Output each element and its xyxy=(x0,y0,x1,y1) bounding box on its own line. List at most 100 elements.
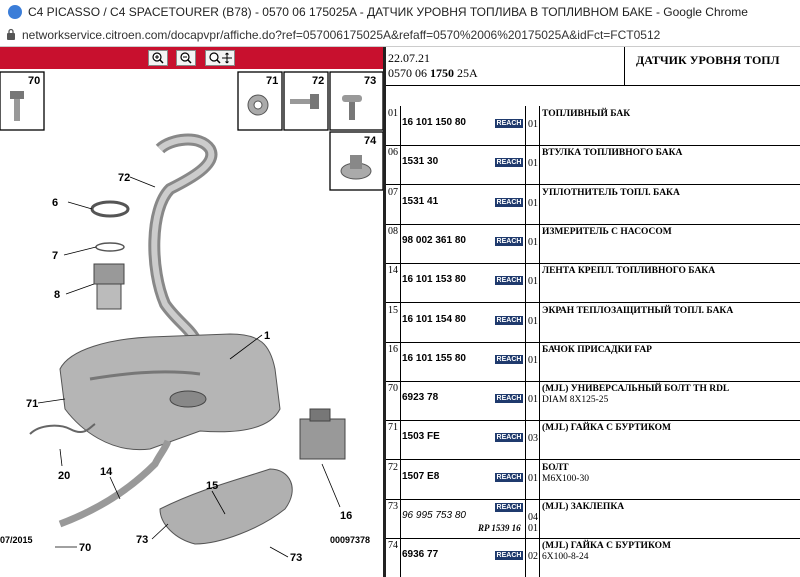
nut-icon xyxy=(247,94,269,116)
row-index: 08 xyxy=(388,225,398,237)
reach-badge: REACH xyxy=(495,119,523,128)
part-description: (MJL) ГАЙКА С БУРТИКОМ xyxy=(542,541,671,552)
row-index: 72 xyxy=(388,461,398,473)
part-description: ТОПЛИВНЫЙ БАК xyxy=(542,109,631,119)
part-reference[interactable]: 6923 78 xyxy=(402,392,439,404)
table-row[interactable]: 01 16 101 150 80 REACH 01 ТОПЛИВНЫЙ БАК xyxy=(386,106,800,146)
fap-reservoir[interactable] xyxy=(299,408,346,460)
row-quantity: 03 xyxy=(528,433,538,445)
callout-7: 7 xyxy=(52,250,58,262)
diagram-code: 00097378 xyxy=(330,535,370,545)
hose[interactable] xyxy=(29,423,96,435)
reach-badge: REACH xyxy=(495,276,523,286)
zoom-pan-button[interactable] xyxy=(205,50,235,66)
part-sub-description: 6X100-8-24 xyxy=(542,552,589,563)
part-reference[interactable]: 16 101 155 80 xyxy=(402,352,466,364)
reach-badge: REACH xyxy=(495,503,523,512)
table-row[interactable]: 08 98 002 361 80 REACH 01 ИЗМЕРИТЕЛЬ С НАСОС… xyxy=(386,223,800,264)
exploded-parts-diagram: 70 71 72 73 74 xyxy=(0,71,383,564)
pane-divider[interactable] xyxy=(383,47,386,577)
thumb-74[interactable]: 74 xyxy=(329,131,383,191)
part-description: ВТУЛКА ТОПЛИВНОГО БАКА xyxy=(542,148,683,159)
chrome-icon xyxy=(8,5,22,19)
part-reference[interactable]: 96 995 753 80 xyxy=(402,510,466,521)
part-reference[interactable]: 1531 30 xyxy=(402,156,439,168)
callout-70: 70 xyxy=(79,542,91,554)
reach-badge: REACH xyxy=(495,433,523,443)
thumb-label-72: 72 xyxy=(312,75,324,87)
part-reference[interactable]: 6936 77 xyxy=(402,549,439,561)
part-sub-description: DIAM 8X125-25 xyxy=(542,395,609,406)
row-quantity: 01 xyxy=(528,236,538,248)
reach-badge: REACH xyxy=(495,236,523,246)
row-quantity: 01 xyxy=(528,472,538,484)
thumb-70[interactable]: 70 xyxy=(0,71,45,131)
part-description: БАЧОК ПРИСАДКИ FAP xyxy=(542,344,652,355)
fuel-tank[interactable] xyxy=(59,333,281,451)
flange-nut-icon xyxy=(340,155,372,180)
thumb-72[interactable]: 72 xyxy=(283,71,329,131)
zoom-out-icon xyxy=(180,52,192,64)
thumb-label-70: 70 xyxy=(28,75,40,87)
row-quantity: 01 xyxy=(528,394,538,406)
tank-strap[interactable] xyxy=(58,439,172,528)
heat-shield[interactable] xyxy=(159,468,293,545)
callout-14: 14 xyxy=(100,466,113,478)
screw-icon xyxy=(290,94,319,109)
part-description: (MJL) ГАЙКА С БУРТИКОМ xyxy=(542,423,671,434)
reach-badge: REACH xyxy=(495,315,523,325)
row-index: 01 xyxy=(388,108,398,119)
part-reference[interactable]: 16 101 153 80 xyxy=(402,274,466,286)
row-index: 15 xyxy=(388,304,398,316)
parts-list-pane: 22.07.21 0570 06 1750 25A ДАТЧИК УРОВНЯ … xyxy=(386,47,800,577)
parts-header: 22.07.21 0570 06 1750 25A ДАТЧИК УРОВНЯ … xyxy=(386,47,800,86)
callout-72: 72 xyxy=(118,172,130,184)
reach-badge: REACH xyxy=(495,158,523,168)
tank-ring[interactable] xyxy=(90,200,130,218)
callout-6: 6 xyxy=(52,197,58,209)
part-description: ЛЕНТА КРЕПЛ. ТОПЛИВНОГО БАКА xyxy=(542,266,716,277)
part-reference[interactable]: 1503 FE xyxy=(402,431,440,443)
part-reference[interactable]: 1531 41 xyxy=(402,195,439,207)
url-text[interactable]: networkservice.citroen.com/docapvpr/affi… xyxy=(22,28,661,42)
lock-icon xyxy=(7,28,15,40)
window-title-bar: C4 PICASSO / C4 SPACETOURER (B78) - 0570… xyxy=(0,0,800,25)
callout-1: 1 xyxy=(264,330,270,342)
thumb-73[interactable]: 73 xyxy=(329,71,383,131)
thumb-label-71: 71 xyxy=(266,75,278,87)
row-quantity: 01 xyxy=(528,354,538,366)
part-reference[interactable]: 1507 E8 xyxy=(402,470,440,482)
thumb-71[interactable]: 71 xyxy=(237,71,283,131)
row-quantity: 01 xyxy=(528,119,538,130)
part-reference[interactable]: 98 002 361 80 xyxy=(402,234,466,246)
address-bar[interactable]: networkservice.citroen.com/docapvpr/affi… xyxy=(0,24,800,47)
reach-badge: REACH xyxy=(495,197,523,207)
part-reference[interactable]: 16 101 154 80 xyxy=(402,313,466,325)
part-reference[interactable]: 16 101 150 80 xyxy=(402,117,466,128)
fuel-pump[interactable] xyxy=(93,263,125,310)
tank-seal[interactable] xyxy=(95,242,125,252)
zoom-in-button[interactable] xyxy=(148,50,168,66)
thumb-label-73: 73 xyxy=(364,75,376,87)
row-index: 06 xyxy=(388,147,398,159)
reach-badge: REACH xyxy=(495,394,523,404)
part-sub-description: M6X100-30 xyxy=(542,473,589,484)
part-description: ИЗМЕРИТЕЛЬ С НАСОСОМ xyxy=(542,226,672,237)
zoom-toolbar xyxy=(0,47,383,69)
rivet-icon xyxy=(342,95,362,120)
callout-15: 15 xyxy=(206,480,218,492)
zoom-out-button[interactable] xyxy=(176,50,196,66)
callout-73a: 73 xyxy=(136,534,148,546)
row-replacement-ref: RP 1539 16 xyxy=(478,523,521,533)
callout-16: 16 xyxy=(340,510,352,522)
